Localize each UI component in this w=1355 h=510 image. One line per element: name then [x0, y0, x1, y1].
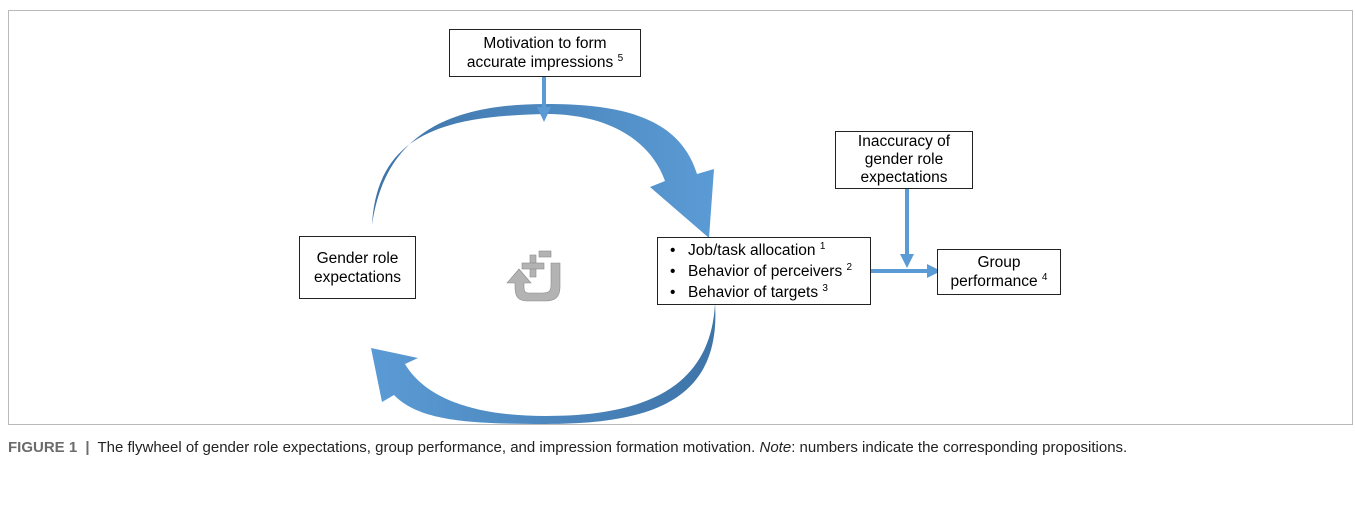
group-performance-line1: Group: [977, 254, 1021, 271]
gender-role-line1: Gender role: [316, 249, 399, 267]
cycle-reinforcement-icon: [506, 250, 561, 302]
inaccuracy-line1: Inaccuracy of: [857, 133, 951, 150]
motivation-box: Motivation to form accurate impressions …: [449, 29, 641, 77]
proposition-5: 5: [617, 53, 624, 64]
outcome-behavior-of-perceivers: Behavior of perceivers 2: [670, 261, 864, 282]
caption-label: FIGURE 1: [8, 439, 78, 456]
outcome-behavior-of-targets: Behavior of targets 3: [670, 282, 864, 303]
outcome-job-task-allocation: Job/task allocation 1: [670, 240, 864, 261]
outcomes-list: Job/task allocation 1 Behavior of percei…: [666, 240, 864, 303]
motivation-line1: Motivation to form: [483, 35, 607, 52]
flywheel-bottom-arrow: [371, 303, 716, 424]
figure-frame: Motivation to form accurate impressions …: [8, 10, 1353, 425]
motivation-line2: accurate impressions 5: [466, 53, 624, 72]
motivation-connector: [537, 77, 551, 122]
gender-role-box: Gender role expectations: [299, 236, 416, 299]
proposition-1: 1: [819, 241, 826, 252]
caption-note-text: : numbers indicate the corresponding pro…: [791, 439, 1128, 456]
outcomes-box: Job/task allocation 1 Behavior of percei…: [657, 237, 871, 305]
caption-separator: |: [85, 439, 90, 456]
group-performance-line2: performance 4: [950, 272, 1048, 291]
caption-note-label: Note: [759, 439, 792, 456]
proposition-3: 3: [822, 283, 828, 294]
flywheel-top-arrow: [372, 104, 714, 238]
group-performance-box: Group performance 4: [937, 249, 1061, 295]
gender-role-line2: expectations: [313, 268, 402, 286]
inaccuracy-box: Inaccuracy of gender role expectations: [835, 131, 973, 189]
performance-connector: [870, 264, 941, 278]
proposition-2: 2: [846, 262, 853, 273]
flywheel-diagram: [371, 77, 941, 424]
proposition-4: 4: [1041, 272, 1048, 283]
inaccuracy-line3: expectations: [860, 169, 948, 186]
inaccuracy-connector: [900, 188, 914, 268]
caption-text: The flywheel of gender role expectations…: [97, 439, 756, 456]
figure-caption: FIGURE 1 | The flywheel of gender role e…: [8, 437, 1338, 459]
inaccuracy-line2: gender role: [864, 151, 944, 168]
